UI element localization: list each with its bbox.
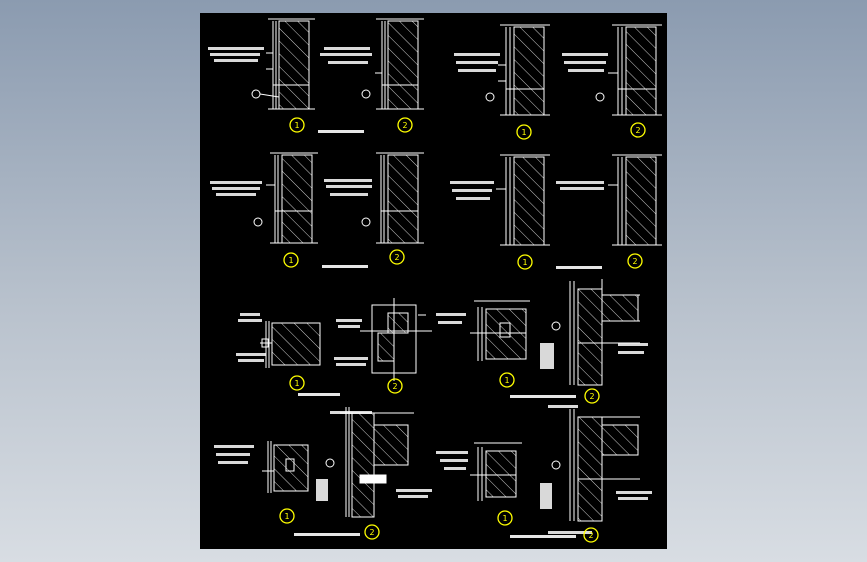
detail-marker-circle: [279, 508, 295, 524]
detail-marker-label: 1: [502, 514, 507, 523]
detail-marker-label: 2: [392, 382, 397, 391]
wall-detail-r1-c: [485, 24, 550, 116]
detail-marker-circle: [630, 122, 646, 138]
detail-marker-label: 2: [588, 531, 593, 540]
detail-marker-circle: [499, 372, 515, 388]
detail-marker-label: 2: [635, 126, 640, 135]
detail-marker-circle: [364, 524, 380, 540]
detail-marker-label: 2: [369, 528, 374, 537]
connection-detail-r4-b: [325, 407, 414, 518]
detail-marker-label: 1: [294, 379, 299, 388]
detail-marker-label: 1: [288, 256, 293, 265]
detail-marker-circle: [583, 527, 599, 543]
detail-marker-circle: [289, 375, 305, 391]
detail-marker-label: 1: [521, 128, 526, 137]
caption-text-blocks: [294, 130, 602, 538]
detail-marker-label: 1: [294, 121, 299, 130]
wall-detail-r2-c: [496, 154, 550, 246]
connection-detail-r3-b: [360, 298, 432, 381]
wall-detail-r1-d: [595, 24, 662, 116]
detail-marker-circle: [283, 252, 299, 268]
cad-drawing: 1 2 1 2 1 2 1 2 1 2 1 2 1 2 1 2: [208, 18, 662, 543]
wall-detail-r1-a: [251, 18, 315, 110]
connection-detail-r4-c: [470, 442, 522, 501]
detail-marker-circle: [289, 117, 305, 133]
wall-detail-r2-d: [608, 154, 662, 246]
detail-marker-label: 1: [522, 258, 527, 267]
connection-detail-r3-c: [470, 300, 530, 361]
detail-marker-label: 2: [394, 253, 399, 262]
note-text-blocks: [208, 47, 652, 534]
detail-marker-label: 1: [504, 376, 509, 385]
connection-detail-r4-a: [262, 441, 309, 493]
detail-marker-label: 2: [402, 121, 407, 130]
detail-marker-label: 1: [284, 512, 289, 521]
detail-marker-circle: [497, 510, 513, 526]
detail-markers: 1 2 1 2 1 2 1 2 1 2 1 2 1 2 1 2: [279, 117, 646, 543]
detail-marker-label: 2: [589, 392, 594, 401]
wall-detail-r1-b: [361, 18, 424, 110]
wall-detail-r2-b: [361, 152, 424, 244]
detail-marker-circle: [584, 388, 600, 404]
detail-marker-circle: [387, 378, 403, 394]
detail-marker-circle: [516, 124, 532, 140]
wall-detail-r2-a: [253, 152, 318, 244]
connection-detail-r3-a: [260, 321, 321, 368]
cad-drawing-sheet: 1 2 1 2 1 2 1 2 1 2 1 2 1 2 1 2: [200, 13, 667, 549]
detail-marker-circle: [389, 249, 405, 265]
detail-marker-label: 2: [632, 257, 637, 266]
connection-detail-r4-d: [551, 409, 640, 522]
detail-marker-circle: [627, 253, 643, 269]
detail-marker-circle: [517, 254, 533, 270]
detail-marker-circle: [397, 117, 413, 133]
connection-detail-r3-d: [551, 279, 640, 386]
